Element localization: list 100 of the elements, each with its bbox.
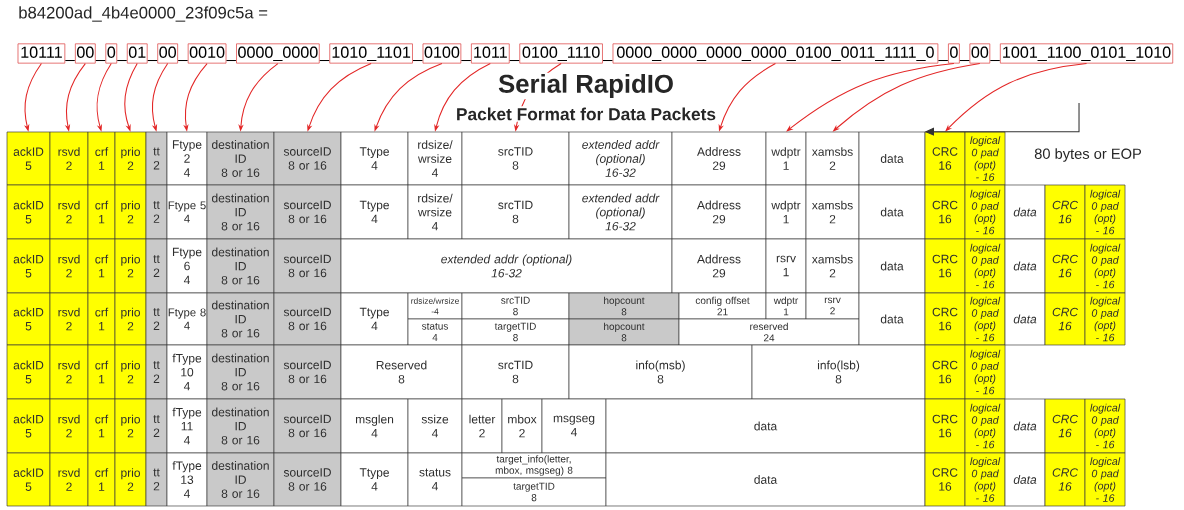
field-cell: extended addr (optional) 16-32: [568, 131, 673, 186]
field-cell: ackID 5: [6, 184, 51, 240]
field-cell: CRC 16: [1044, 292, 1086, 346]
field-cell: rsvd 2: [49, 238, 89, 294]
field-cell: data: [858, 238, 926, 294]
field-cell: logical 0 pad (opt) - 16: [964, 292, 1006, 346]
underscore-separator: _: [147, 60, 158, 62]
field-cell: status 4: [407, 318, 463, 346]
note-text: 80 bytes or EOP: [1034, 148, 1142, 162]
field-cell: wdptr 1: [765, 292, 807, 320]
title: Serial RapidIO: [496, 72, 676, 100]
underscore-separator: _: [95, 60, 106, 62]
field-cell: prio 2: [114, 292, 147, 346]
field-cell: destination ID 8 or 16: [206, 238, 275, 294]
field-cell: rdsize/ wrsize 4: [407, 131, 463, 186]
arrow: [945, 63, 1088, 132]
underscore-separator: _: [178, 60, 188, 62]
field-cell: srcTID 8: [461, 131, 570, 186]
field-cell: sourceID 8 or 16: [273, 398, 342, 454]
field-cell: wdptr 1: [765, 131, 807, 186]
field-cell: ackID 5: [6, 292, 51, 346]
field-cell: ackID 5: [6, 131, 51, 186]
field-cell: xamsbs 2: [805, 131, 860, 186]
field-cell: CRC 16: [924, 131, 966, 186]
underscore-separator: _: [603, 60, 613, 62]
bit-group-box: 0: [948, 43, 960, 64]
field-cell: sourceID 8 or 16: [273, 452, 342, 507]
bit-group-box: 00: [157, 43, 179, 64]
bit-group-box: 10111: [17, 43, 66, 64]
field-cell: ssize 4: [407, 398, 463, 454]
field-cell: extended addr (optional) 16-32: [568, 184, 673, 240]
field-cell: rsvd 2: [49, 184, 89, 240]
field-cell: rdsize/wrsize -4: [407, 292, 463, 320]
field-cell: srcTID 8: [461, 184, 570, 240]
bit-group-box: 1011: [470, 43, 510, 64]
bit-group-box: 0010: [187, 43, 227, 64]
underscore-separator: _: [413, 60, 423, 62]
field-cell: data: [858, 131, 926, 186]
field-cell: logical 0 pad (opt) - 16: [964, 398, 1006, 454]
field-cell: fType 13 4: [166, 452, 208, 507]
bit-group-box: 00: [74, 43, 96, 64]
field-cell: targetTID 8: [461, 318, 570, 346]
field-cell: CRC 16: [924, 452, 966, 507]
field-cell: logical 0 pad (opt) - 16: [964, 184, 1006, 240]
field-cell: logical 0 pad (opt) - 16: [964, 344, 1006, 400]
field-cell: destination ID 8 or 16: [206, 131, 275, 186]
field-cell: Ftype 6 4: [166, 238, 208, 294]
field-cell: CRC 16: [924, 292, 966, 346]
underscore-separator: _: [117, 60, 127, 62]
field-cell: sourceID 8 or 16: [273, 184, 342, 240]
field-cell: sourceID 8 or 16: [273, 238, 342, 294]
field-cell: sourceID 8 or 16: [273, 131, 342, 186]
field-cell: tt 2: [145, 292, 168, 346]
field-cell: status 4: [407, 452, 463, 507]
field-cell: destination ID 8 or 16: [206, 344, 275, 400]
field-cell: destination ID 8 or 16: [206, 398, 275, 454]
field-cell: crf 1: [87, 238, 116, 294]
field-cell: msglen 4: [340, 398, 409, 454]
field-cell: CRC 16: [1044, 184, 1086, 240]
field-cell: rsvd 2: [49, 292, 89, 346]
arrow: [786, 63, 955, 132]
field-cell: rsvd 2: [49, 344, 89, 400]
field-cell: destination ID 8 or 16: [206, 184, 275, 240]
field-cell: data: [1004, 238, 1046, 294]
field-cell: tt 2: [145, 238, 168, 294]
field-cell: data: [1004, 184, 1046, 240]
underscore-separator: _: [938, 60, 948, 62]
field-cell: targetTID 8: [461, 477, 607, 507]
bit-group-box: 0: [105, 43, 118, 64]
field-cell: logical 0 pad (opt) - 16: [1084, 452, 1126, 507]
field-cell: CRC 16: [924, 398, 966, 454]
bit-group-box: 1001_1100_0101_1010: [999, 43, 1174, 64]
underscore-separator: _: [959, 60, 970, 62]
field-cell: wdptr 1: [765, 184, 807, 240]
bit-group-box: 0100: [422, 43, 462, 64]
field-cell: letter 2: [461, 398, 503, 454]
field-cell: logical 0 pad (opt) - 16: [964, 131, 1006, 186]
field-cell: CRC 16: [924, 238, 966, 294]
field-cell: sourceID 8 or 16: [273, 292, 342, 346]
hex-value: b84200ad_4b4e0000_23f09c5a =: [19, 6, 268, 22]
field-cell: Ttype 4: [340, 131, 409, 186]
field-cell: CRC 16: [924, 344, 966, 400]
field-cell: crf 1: [87, 292, 116, 346]
field-cell: CRC 16: [1044, 452, 1086, 507]
field-cell: rdsize/ wrsize 4: [407, 184, 463, 240]
field-cell: logical 0 pad (opt) - 16: [1084, 184, 1126, 240]
field-cell: CRC 16: [1044, 238, 1086, 294]
field-cell: Ttype 4: [340, 452, 409, 507]
field-cell: Ftype 8 4: [166, 292, 208, 346]
field-cell: Ftype 5 4: [166, 184, 208, 240]
field-cell: msgseg 4: [541, 398, 607, 454]
field-cell: rsrv 2: [805, 292, 860, 320]
field-cell: tt 2: [145, 452, 168, 507]
field-cell: xamsbs 2: [805, 184, 860, 240]
field-cell: sourceID 8 or 16: [273, 344, 342, 400]
field-cell: Ttype 4: [340, 184, 409, 240]
field-cell: Ftype 2 4: [166, 131, 208, 186]
field-cell: ackID 5: [6, 398, 51, 454]
underscore-separator: _: [226, 60, 236, 62]
field-cell: CRC 16: [924, 184, 966, 240]
